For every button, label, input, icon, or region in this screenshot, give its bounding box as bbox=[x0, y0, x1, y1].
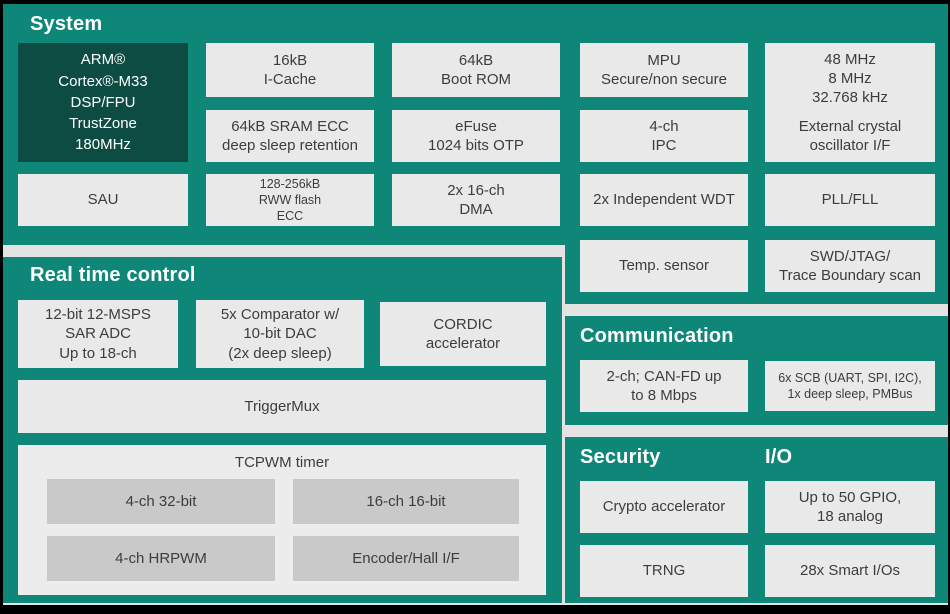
block-crypto-accelerator: Crypto accelerator bbox=[580, 481, 748, 533]
block-temp-sensor: Temp. sensor bbox=[580, 240, 748, 292]
block-scb: 6x SCB (UART, SPI, I2C), 1x deep sleep, … bbox=[765, 361, 935, 411]
block-triggermux: TriggerMux bbox=[18, 380, 546, 433]
block-tcpwm-hrpwm: 4-ch HRPWM bbox=[47, 536, 275, 581]
block-swd-jtag: SWD/JTAG/ Trace Boundary scan bbox=[765, 240, 935, 292]
block-tcpwm-16ch-16bit: 16-ch 16-bit bbox=[293, 479, 519, 524]
system-panel-title: System bbox=[30, 13, 103, 35]
block-encoder-hall: Encoder/Hall I/F bbox=[293, 536, 519, 581]
block-sar-adc: 12-bit 12-MSPS SAR ADC Up to 18-ch bbox=[18, 300, 178, 368]
io-panel-title: I/O bbox=[765, 446, 793, 468]
communication-panel-title: Communication bbox=[580, 325, 734, 347]
block-dma: 2x 16-ch DMA bbox=[392, 174, 560, 226]
block-gpio: Up to 50 GPIO, 18 analog bbox=[765, 481, 935, 533]
block-pll-fll: PLL/FLL bbox=[765, 174, 935, 226]
real-time-control-panel-title: Real time control bbox=[30, 264, 196, 286]
block-tcpwm-4ch-32bit: 4-ch 32-bit bbox=[47, 479, 275, 524]
block-icache: 16kB I-Cache bbox=[206, 43, 374, 97]
block-arm-cortex-m33: ARM® Cortex®-M33 DSP/FPU TrustZone 180MH… bbox=[18, 43, 188, 162]
security-panel-title: Security bbox=[580, 446, 661, 468]
block-boot-rom: 64kB Boot ROM bbox=[392, 43, 560, 97]
block-rww-flash: 128-256kB RWW flash ECC bbox=[206, 174, 374, 226]
block-cordic: CORDIC accelerator bbox=[380, 302, 546, 366]
block-smart-io: 28x Smart I/Os bbox=[765, 545, 935, 597]
block-can-fd: 2-ch; CAN-FD up to 8 Mbps bbox=[580, 360, 748, 412]
block-wdt: 2x Independent WDT bbox=[580, 174, 748, 226]
block-sram-ecc: 64kB SRAM ECC deep sleep retention bbox=[206, 110, 374, 162]
block-comparator-dac: 5x Comparator w/ 10-bit DAC (2x deep sle… bbox=[196, 300, 364, 368]
crystal-label: External crystal oscillator I/F bbox=[798, 118, 902, 155]
block-external-crystal: 48 MHz 8 MHz 32.768 kHz External crystal… bbox=[765, 43, 935, 162]
crystal-frequencies: 48 MHz 8 MHz 32.768 kHz bbox=[812, 50, 888, 106]
block-trng: TRNG bbox=[580, 545, 748, 597]
tcpwm-timer-title: TCPWM timer bbox=[234, 454, 330, 471]
block-efuse: eFuse 1024 bits OTP bbox=[392, 110, 560, 162]
block-ipc: 4-ch IPC bbox=[580, 110, 748, 162]
block-mpu: MPU Secure/non secure bbox=[580, 43, 748, 97]
block-sau: SAU bbox=[18, 174, 188, 226]
